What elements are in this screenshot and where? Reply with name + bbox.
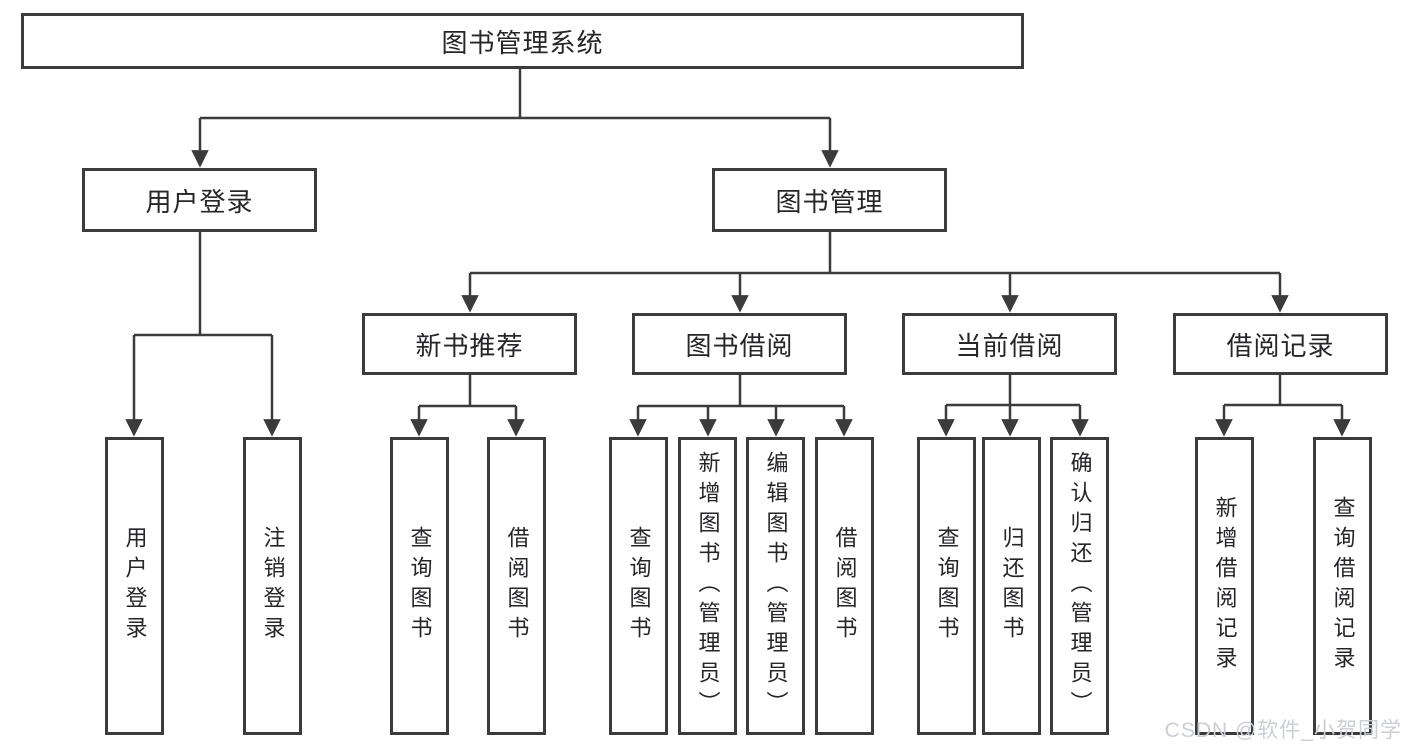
- leaf-add-books-admin-label: 新增图书（管理员）: [695, 451, 721, 721]
- leaf-edit-books-admin: 编辑图书（管理员）: [746, 437, 805, 735]
- leaf-return-books-label: 归还图书: [999, 526, 1025, 646]
- node-new-book-recommend: 新书推荐: [362, 313, 577, 375]
- node-current-borrow-label: 当前借阅: [955, 330, 1064, 361]
- leaf-add-books-admin: 新增图书（管理员）: [678, 437, 737, 735]
- leaf-add-borrow-record-label: 新增借阅记录: [1212, 496, 1238, 676]
- leaf-logout: 注销登录: [243, 437, 302, 735]
- leaf-borrow-books: 借阅图书: [815, 437, 874, 735]
- node-borrow-records-label: 借阅记录: [1226, 330, 1335, 361]
- leaf-confirm-return-admin-label: 确认归还（管理员）: [1067, 451, 1093, 721]
- node-current-borrow: 当前借阅: [902, 313, 1117, 375]
- leaf-query-books-borrow: 查询图书: [609, 437, 668, 735]
- leaf-logout-label: 注销登录: [260, 526, 286, 646]
- csdn-watermark: CSDN @软件_小贺同学: [1164, 719, 1402, 742]
- leaf-borrow-books-recommend: 借阅图书: [487, 437, 546, 735]
- leaf-return-books: 归还图书: [982, 437, 1041, 735]
- leaf-borrow-books-label: 借阅图书: [832, 526, 858, 646]
- leaf-query-borrow-record-label: 查询借阅记录: [1330, 496, 1356, 676]
- node-book-management-label: 图书管理: [775, 186, 884, 217]
- node-root-system: 图书管理系统: [21, 13, 1024, 69]
- leaf-add-borrow-record: 新增借阅记录: [1195, 437, 1254, 735]
- leaf-user-login-label: 用户登录: [122, 526, 148, 646]
- leaf-edit-books-admin-label: 编辑图书（管理员）: [763, 451, 789, 721]
- leaf-query-borrow-record: 查询借阅记录: [1313, 437, 1372, 735]
- leaf-query-books-borrow-label: 查询图书: [626, 526, 652, 646]
- node-book-borrow-label: 图书借阅: [685, 330, 794, 361]
- leaf-confirm-return-admin: 确认归还（管理员）: [1050, 437, 1109, 735]
- node-new-book-recommend-label: 新书推荐: [415, 330, 524, 361]
- node-book-management: 图书管理: [712, 168, 947, 232]
- leaf-query-books-recommend-label: 查询图书: [407, 526, 433, 646]
- node-user-login: 用户登录: [82, 168, 317, 232]
- leaf-borrow-books-recommend-label: 借阅图书: [504, 526, 530, 646]
- leaf-query-books-current: 查询图书: [917, 437, 976, 735]
- node-borrow-records: 借阅记录: [1173, 313, 1388, 375]
- node-user-login-label: 用户登录: [145, 186, 254, 217]
- leaf-user-login: 用户登录: [105, 437, 164, 735]
- node-root-label: 图书管理系统: [441, 27, 604, 58]
- leaf-query-books-recommend: 查询图书: [390, 437, 449, 735]
- leaf-query-books-current-label: 查询图书: [934, 526, 960, 646]
- node-book-borrow: 图书借阅: [632, 313, 847, 375]
